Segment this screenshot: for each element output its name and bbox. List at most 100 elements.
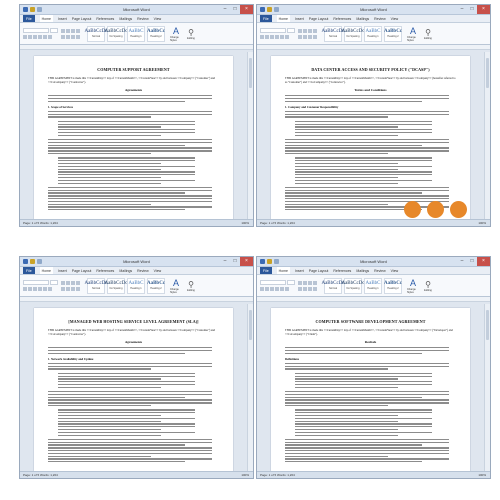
style-no-spacing[interactable]: AaBbCcDc No Spacing [341,277,365,294]
undo-icon[interactable] [30,7,35,12]
align-right-icon[interactable] [71,286,75,291]
tab-review[interactable]: Review [137,17,149,21]
document-page[interactable]: DATA CENTER ACCESS AND SECURITY POLICY (… [271,56,470,219]
style-heading-1[interactable]: AaBbC Heading 1 [127,25,145,42]
style-normal[interactable]: AaBbCcDc Normal [84,277,108,294]
vertical-scrollbar[interactable] [484,304,490,471]
tab-references[interactable]: References [96,17,115,21]
save-icon[interactable] [23,7,28,12]
tab-view[interactable]: View [153,269,162,273]
close-icon[interactable]: × [477,257,490,266]
font-size-box[interactable] [287,280,295,285]
strikethrough-icon[interactable] [38,287,42,291]
maximize-icon[interactable]: □ [470,6,474,12]
sort-icon[interactable] [313,280,317,285]
align-right-icon[interactable] [308,286,312,291]
tab-home[interactable]: Home [276,267,290,274]
justify-icon[interactable] [313,34,317,39]
justify-icon[interactable] [313,286,317,291]
strikethrough-icon[interactable] [275,35,279,39]
zoom-level[interactable]: 100% [241,221,249,225]
style-heading-2[interactable]: AaBbCc Heading 2 [147,25,165,42]
tab-page-layout[interactable]: Page Layout [308,269,329,273]
font-name-box[interactable] [260,280,286,285]
style-heading-1[interactable]: AaBbC Heading 1 [364,277,382,294]
close-icon[interactable]: × [240,257,253,266]
tab-mailings[interactable]: Mailings [356,17,370,21]
tab-page-layout[interactable]: Page Layout [308,17,329,21]
align-center-icon[interactable] [303,286,307,291]
indent-icon[interactable] [308,280,312,285]
undo-icon[interactable] [267,259,272,264]
tab-review[interactable]: Review [374,17,386,21]
undo-icon[interactable] [30,259,35,264]
tab-references[interactable]: References [333,17,352,21]
tab-view[interactable]: View [390,17,399,21]
tab-file[interactable]: File [23,267,35,274]
scrollbar-thumb[interactable] [486,58,489,88]
tab-references[interactable]: References [96,269,115,273]
style-no-spacing[interactable]: AaBbCcDc No Spacing [104,277,128,294]
align-center-icon[interactable] [66,286,70,291]
minimize-icon[interactable]: – [460,258,464,264]
tab-view[interactable]: View [153,17,162,21]
font-size-box[interactable] [50,280,58,285]
tab-mailings[interactable]: Mailings [356,269,370,273]
vertical-scrollbar[interactable] [247,304,253,471]
bullets-icon[interactable] [61,28,65,33]
underline-icon[interactable] [33,35,37,39]
sort-icon[interactable] [76,280,80,285]
bullets-icon[interactable] [298,28,302,33]
underline-icon[interactable] [270,35,274,39]
tab-mailings[interactable]: Mailings [119,269,133,273]
highlight-icon[interactable] [285,287,289,291]
align-left-icon[interactable] [61,34,65,39]
style-no-spacing[interactable]: AaBbCcDc No Spacing [104,25,128,42]
tab-insert[interactable]: Insert [57,269,67,273]
strikethrough-icon[interactable] [275,287,279,291]
sort-icon[interactable] [313,28,317,33]
minimize-icon[interactable]: – [223,258,227,264]
align-center-icon[interactable] [303,34,307,39]
tab-review[interactable]: Review [374,269,386,273]
sort-icon[interactable] [76,28,80,33]
undo-icon[interactable] [267,7,272,12]
minimize-icon[interactable]: – [460,6,464,12]
italic-icon[interactable] [265,287,269,291]
editing-button[interactable]: ⚲ Editing [422,26,434,42]
editing-button[interactable]: ⚲ Editing [422,278,434,294]
style-normal[interactable]: AaBbCcDc Normal [84,25,108,42]
indent-icon[interactable] [71,28,75,33]
redo-icon[interactable] [274,7,279,12]
highlight-icon[interactable] [48,35,52,39]
align-left-icon[interactable] [61,286,65,291]
indent-icon[interactable] [308,28,312,33]
maximize-icon[interactable]: □ [233,6,237,12]
font-name-box[interactable] [23,280,49,285]
align-left-icon[interactable] [298,34,302,39]
scrollbar-thumb[interactable] [249,58,252,88]
align-right-icon[interactable] [71,34,75,39]
ruler[interactable] [257,45,490,50]
align-center-icon[interactable] [66,34,70,39]
bullets-icon[interactable] [61,280,65,285]
highlight-icon[interactable] [285,35,289,39]
numbering-icon[interactable] [303,280,307,285]
vertical-scrollbar[interactable] [484,52,490,219]
bold-icon[interactable] [260,35,264,39]
change-styles-button[interactable]: A Change Styles [170,26,182,42]
document-page[interactable]: [MANAGED WEB HOSTING SERVICE LEVEL AGREE… [34,308,233,471]
tab-file[interactable]: File [23,15,35,22]
style-normal[interactable]: AaBbCcDc Normal [321,25,345,42]
font-color-icon[interactable] [280,287,284,291]
editing-button[interactable]: ⚲ Editing [185,26,197,42]
change-styles-button[interactable]: A Change Styles [407,278,419,294]
vertical-scrollbar[interactable] [247,52,253,219]
style-heading-2[interactable]: AaBbCc Heading 2 [147,277,165,294]
style-heading-1[interactable]: AaBbC Heading 1 [127,277,145,294]
highlight-icon[interactable] [48,287,52,291]
style-normal[interactable]: AaBbCcDc Normal [321,277,345,294]
editing-button[interactable]: ⚲ Editing [185,278,197,294]
tab-home[interactable]: Home [276,15,290,22]
scrollbar-thumb[interactable] [249,310,252,340]
